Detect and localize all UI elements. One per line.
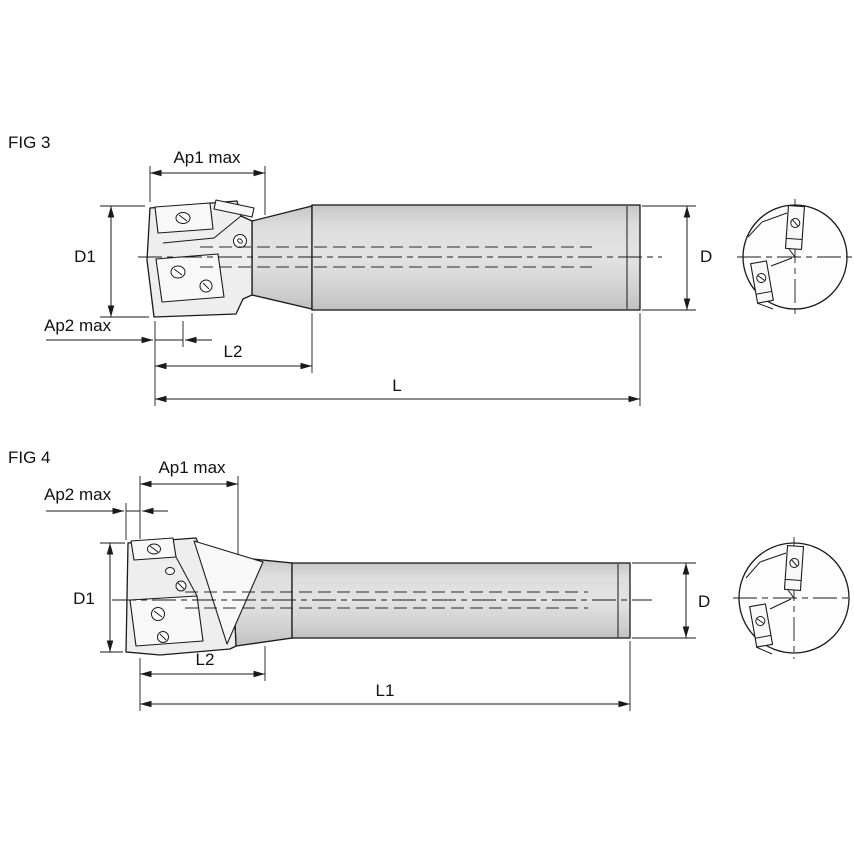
fig3-insert-bottom (155, 253, 225, 303)
insert-screw-slot (756, 618, 765, 624)
fig4-pocket-line (175, 556, 198, 597)
fig3-ap2-label: Ap2 max (44, 316, 112, 335)
fig4-dim-ap1: Ap1 max (139, 458, 239, 555)
fig3-screw-mid (233, 234, 247, 248)
fig3-end-insert-bottom (750, 260, 774, 304)
fig3-screw-top-slot (178, 214, 188, 222)
fig3-side-view (138, 199, 662, 318)
insert-detail-line (785, 578, 802, 582)
fig4-label: FIG 4 (8, 448, 51, 467)
fig4-screw-top-slot (149, 545, 159, 553)
fig4-shank (291, 562, 631, 639)
insert-screw-slot (791, 559, 798, 567)
fig3-end-pocket-line (788, 248, 796, 258)
fig4-dim-l2: L2 (139, 646, 266, 711)
fig3-dimensions: Ap1 max D1 Ap2 max L2 (44, 148, 712, 406)
fig3-insert-edge (213, 199, 255, 218)
insert-screw-slot (792, 219, 799, 227)
fig4-d-label: D (698, 592, 710, 611)
fig4-dim-l1: L1 (140, 641, 631, 711)
fig4-screw-bottom1-slot (153, 610, 163, 618)
fig4-ap2-label: Ap2 max (44, 485, 112, 504)
fig3-end-insert-top (784, 204, 805, 251)
fig4-end-view (733, 537, 853, 659)
fig3-flute-line (162, 215, 242, 244)
fig3-screw-bottom2-slot (202, 282, 210, 290)
fig4-flute-face (193, 540, 264, 645)
insert-detail-line (755, 634, 772, 639)
fig3-screw-bottom1-slot (173, 268, 183, 276)
fig3-d1-label: D1 (74, 247, 96, 266)
fig3-dim-l2: L2 (154, 313, 313, 406)
fig3-shank (311, 204, 641, 311)
fig4-end-pocket-line (787, 589, 795, 599)
fig3-dim-d1: D1 (74, 205, 149, 318)
fig3-ap1-label: Ap1 max (173, 148, 241, 167)
fig4-end-insert-top (783, 544, 805, 592)
fig3-l-label: L (392, 376, 401, 395)
fig3-neck (251, 205, 313, 310)
fig4-end-insert-bottom (749, 603, 774, 648)
fig4-dim-ap2: Ap2 max (44, 485, 168, 540)
fig3-dim-l: L (155, 313, 641, 406)
fig4-dimensions: Ap1 max Ap2 max D1 L2 (44, 458, 710, 711)
fig4-insert-bottom (129, 595, 204, 647)
fig3-end-gash-line (747, 212, 788, 238)
fig3-screw-mid-slot (237, 238, 243, 244)
fig4-dim-d1: D1 (73, 542, 125, 653)
fig4: FIG 4 (8, 448, 853, 711)
fig3-dim-ap2: Ap2 max (44, 316, 212, 347)
fig3-end-chord-line (756, 302, 774, 310)
fig4-side-view (112, 537, 652, 656)
fig4-screw-bottom2-slot (159, 633, 167, 641)
fig4-l1-label: L1 (376, 681, 395, 700)
fig4-ap1-label: Ap1 max (158, 458, 226, 477)
insert-screw-slot (757, 275, 766, 281)
fig3-end-view (737, 199, 853, 315)
fig4-end-pocket-line (769, 598, 792, 610)
fig4-l2-label: L2 (196, 650, 215, 669)
fig3: FIG 3 (8, 133, 853, 406)
insert-detail-line (786, 237, 803, 241)
fig3-d-label: D (700, 247, 712, 266)
fig3-dim-ap1: Ap1 max (149, 148, 266, 215)
fig4-end-gash-line (745, 552, 787, 579)
fig4-d1-label: D1 (73, 589, 95, 608)
fig4-dim-d: D (632, 562, 710, 639)
fig4-end-chord-line (755, 646, 773, 655)
fig4-screw-mid2-slot (177, 582, 185, 590)
fig3-end-pocket-line (770, 257, 793, 267)
insert-detail-line (755, 290, 772, 295)
fig3-l2-label: L2 (224, 342, 243, 361)
fig4-screw-mid1 (165, 567, 175, 575)
fig3-dim-d: D (642, 205, 712, 311)
fig3-label: FIG 3 (8, 133, 51, 152)
